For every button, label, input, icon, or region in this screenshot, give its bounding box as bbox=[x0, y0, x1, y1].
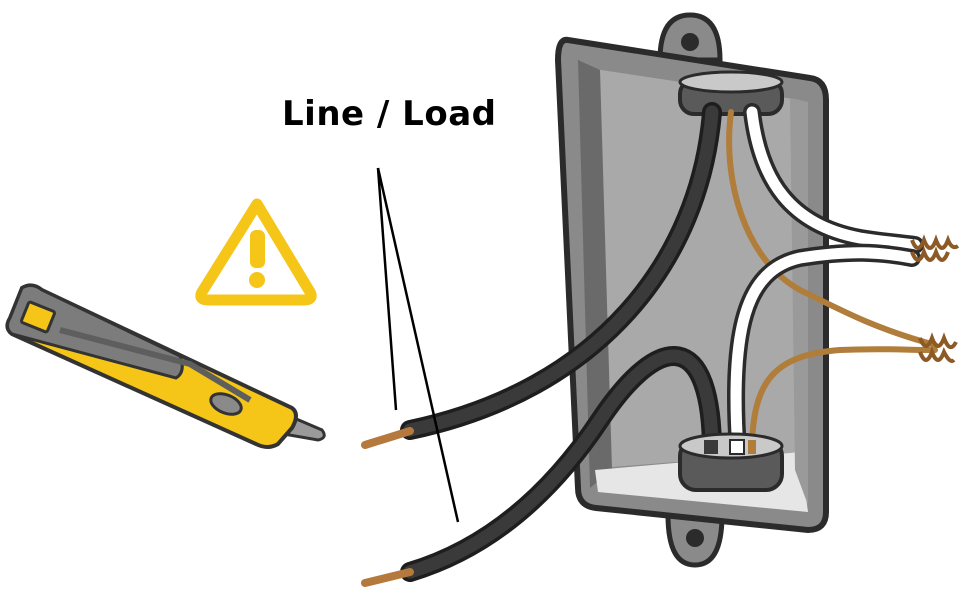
label-pointer-lines bbox=[376, 167, 460, 523]
white-wire-upper bbox=[746, 106, 921, 251]
tester-button bbox=[209, 392, 243, 416]
tester-grip-stripe bbox=[59, 327, 252, 403]
box-bottom-screw-hole bbox=[686, 529, 704, 547]
box-bottom-clamp bbox=[678, 432, 784, 492]
black-wire-upper bbox=[403, 105, 719, 437]
line-load-label: Line / Load bbox=[282, 94, 497, 134]
copper-tip-lower bbox=[361, 568, 414, 587]
tester-window bbox=[20, 300, 56, 334]
box-inner-left-wall bbox=[578, 60, 612, 488]
ground-wire-lower bbox=[749, 346, 938, 455]
box-top-screw-hole bbox=[681, 33, 699, 51]
twisted-splice-upper bbox=[910, 234, 960, 262]
box-top-clamp bbox=[678, 70, 784, 116]
black-wire-lower bbox=[403, 349, 719, 579]
warning-triangle-icon bbox=[195, 198, 317, 306]
wires bbox=[361, 102, 938, 587]
twisted-splice-lower bbox=[918, 332, 958, 363]
voltage-tester-icon bbox=[5, 283, 326, 449]
copper-tip-upper bbox=[361, 427, 414, 449]
ground-wire-upper bbox=[726, 109, 938, 348]
tester-grip bbox=[5, 283, 184, 380]
white-wire-lower bbox=[730, 247, 918, 458]
